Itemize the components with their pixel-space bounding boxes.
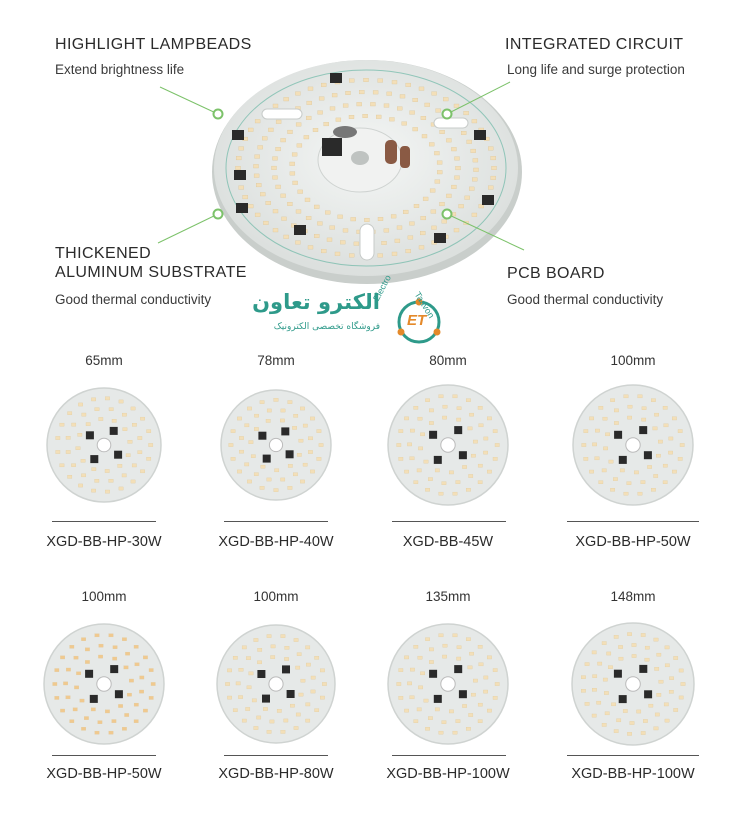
- feature-title-lampbeads: HIGHLIGHT LAMPBEADS: [55, 36, 252, 53]
- feature-title-substrate-line2: ALUMINUM SUBSTRATE: [55, 264, 247, 281]
- product-model-label: XGD-BB-HP-50W: [575, 534, 691, 550]
- product-size-label: 100mm: [81, 589, 127, 604]
- watermark-monogram: ET: [407, 312, 427, 329]
- product-board-image: [572, 384, 694, 506]
- product-size-label: 78mm: [257, 353, 295, 368]
- product-model-label: XGD-BB-HP-40W: [218, 534, 334, 550]
- product-model-label: XGD-BB-45W: [402, 534, 494, 550]
- product-size-label: 135mm: [425, 589, 471, 604]
- feature-desc-substrate: Good thermal conductivity: [55, 292, 212, 307]
- product-divider: [224, 755, 328, 756]
- product-board-image: [216, 624, 336, 744]
- product-model-label: XGD-BB-HP-100W: [571, 766, 695, 782]
- product-size-label: 65mm: [85, 353, 123, 368]
- product-model-label: XGD-BB-HP-100W: [386, 766, 510, 782]
- product-divider: [392, 755, 506, 756]
- product-board-image: [43, 623, 165, 745]
- product-size-label: 100mm: [610, 353, 656, 368]
- product-board-image: [220, 389, 332, 501]
- product-model-label: XGD-BB-HP-80W: [218, 766, 334, 782]
- product-divider: [392, 521, 506, 522]
- product-board-image: [387, 384, 509, 506]
- product-board-image: [387, 623, 509, 745]
- product-divider: [52, 755, 156, 756]
- product-model-label: XGD-BB-HP-30W: [46, 534, 162, 550]
- feature-title-integrated-circuit: INTEGRATED CIRCUIT: [505, 36, 684, 53]
- watermark-subtitle: فروشگاه تخصصی الکترونیک: [273, 322, 380, 332]
- watermark-logo: الکترو تعاون فروشگاه تخصصی الکترونیک ET …: [252, 273, 460, 350]
- feature-desc-lampbeads: Extend brightness life: [55, 62, 185, 77]
- product-divider: [567, 521, 699, 522]
- product-divider: [224, 521, 328, 522]
- watermark-name: الکترو تعاون: [252, 290, 380, 314]
- feature-desc-pcb-board: Good thermal conductivity: [507, 292, 664, 307]
- product-divider: [52, 521, 156, 522]
- product-size-label: 100mm: [253, 589, 299, 604]
- feature-desc-integrated-circuit: Long life and surge protection: [507, 62, 685, 77]
- product-board-image: [571, 622, 695, 746]
- hero-led-board: [157, 60, 525, 284]
- feature-title-substrate-line1: THICKENED: [55, 245, 152, 262]
- product-size-label: 148mm: [610, 589, 656, 604]
- feature-title-pcb-board: PCB BOARD: [507, 265, 605, 282]
- watermark-emblem: [397, 298, 441, 344]
- product-divider: [567, 755, 699, 756]
- product-size-label: 80mm: [429, 353, 467, 368]
- product-model-label: XGD-BB-HP-50W: [46, 766, 162, 782]
- product-board-image: [46, 387, 162, 503]
